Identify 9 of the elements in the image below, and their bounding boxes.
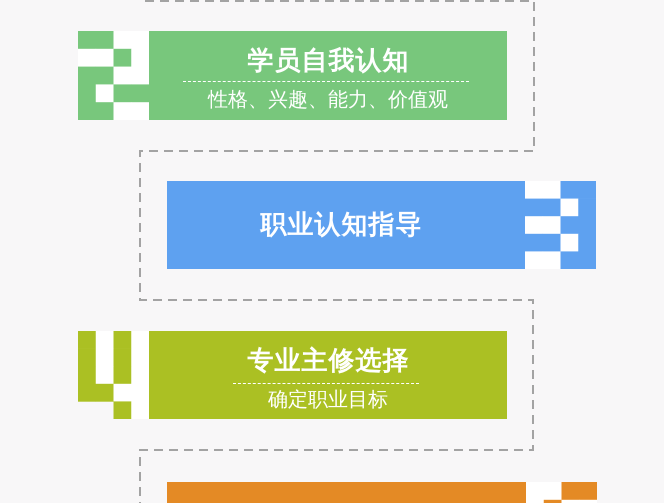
step-box — [149, 331, 507, 419]
step-subtitle: 确定职业目标 — [268, 387, 388, 411]
step-title: 专业主修选择 — [246, 346, 410, 376]
step-box — [149, 31, 507, 120]
step-box — [167, 482, 526, 503]
step-box — [167, 181, 525, 269]
step-title: 学员自我认知 — [246, 46, 410, 76]
step-title: 职业认知指导 — [260, 210, 422, 240]
step-subtitle: 性格、兴趣、能力、价值观 — [208, 87, 448, 111]
